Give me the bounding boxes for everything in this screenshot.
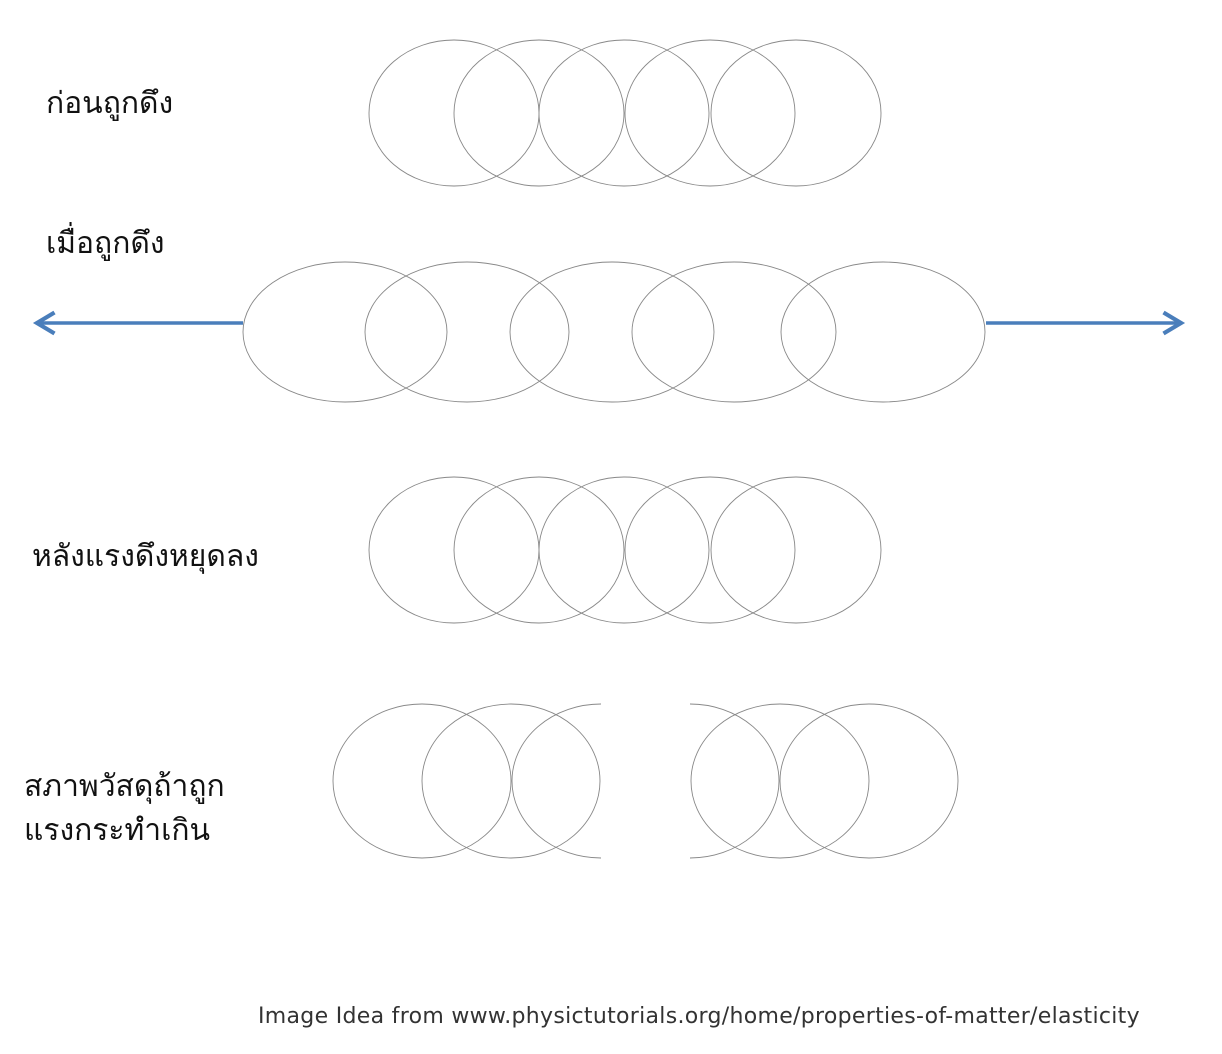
label-after-release: หลังแรงดึงหยุดลง bbox=[32, 539, 259, 574]
particle bbox=[509, 261, 715, 403]
particle bbox=[538, 39, 710, 187]
label-exceeded-line1: สภาพวัสดุถ้าถูก bbox=[24, 769, 225, 804]
particle bbox=[453, 39, 625, 187]
particle bbox=[624, 476, 796, 624]
source-caption: Image Idea from www.physictutorials.org/… bbox=[258, 1004, 1140, 1029]
label-exceeded-line2: แรงกระทำเกิน bbox=[24, 813, 211, 848]
row-before-pull-particles bbox=[368, 39, 882, 187]
particle bbox=[710, 476, 882, 624]
row-pulled-particles bbox=[242, 261, 986, 403]
particle bbox=[690, 703, 870, 859]
label-when-pulled: เมื่อถูกดึง bbox=[46, 226, 165, 261]
broken-particle-right-half bbox=[689, 703, 780, 859]
particle bbox=[624, 39, 796, 187]
particle bbox=[364, 261, 570, 403]
particle bbox=[631, 261, 837, 403]
particle bbox=[453, 476, 625, 624]
row-broken-particles bbox=[332, 703, 959, 859]
row-after-release-particles bbox=[368, 476, 882, 624]
particle bbox=[779, 703, 959, 859]
particle bbox=[332, 703, 512, 859]
broken-particle-left-half bbox=[511, 703, 602, 859]
particle bbox=[242, 261, 448, 403]
label-before-pull: ก่อนถูกดึง bbox=[46, 86, 174, 121]
particle bbox=[421, 703, 601, 859]
particle bbox=[710, 39, 882, 187]
particle bbox=[780, 261, 986, 403]
particle bbox=[538, 476, 710, 624]
